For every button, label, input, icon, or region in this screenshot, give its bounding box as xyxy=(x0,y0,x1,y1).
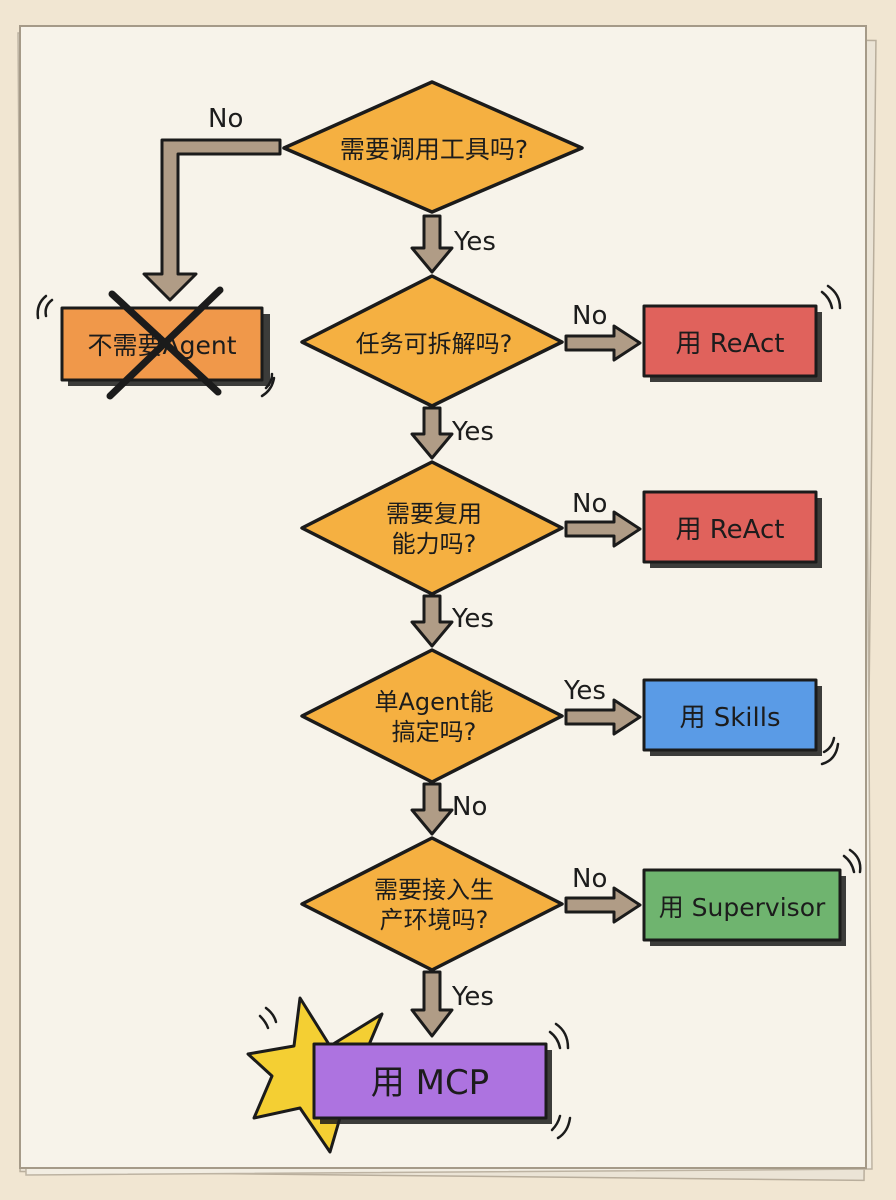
outcome-label: 用 Skills xyxy=(679,703,780,733)
edge-reuse-no: No xyxy=(564,489,642,548)
decision-label-line-1: 需要复用 xyxy=(386,500,482,528)
edge-label-need-tools-yes: Yes xyxy=(453,227,496,257)
decision-label-line-2: 产环境吗? xyxy=(380,906,489,934)
edge-label-decomposable-no: No xyxy=(572,301,607,331)
edge-need-tools-yes: Yes xyxy=(410,214,496,274)
edge-label-decomposable-yes: Yes xyxy=(451,417,494,447)
outcome-label: 用 ReAct xyxy=(676,329,785,359)
edge-need-tools-no: No xyxy=(142,104,282,302)
decision-reuse: 需要复用 能力吗? xyxy=(300,460,564,596)
decision-label-line-1: 需要接入生 xyxy=(374,876,494,904)
edge-label-production-no: No xyxy=(572,864,607,894)
edge-production-yes: Yes xyxy=(410,970,494,1038)
edge-label-reuse-yes: Yes xyxy=(451,604,494,634)
decision-need-tools: 需要调用工具吗? xyxy=(282,80,584,214)
decision-label-line-1: 单Agent能 xyxy=(374,688,493,716)
outcome-react-2: 用 ReAct xyxy=(642,490,822,568)
edge-label-single-agent-no: No xyxy=(452,792,487,822)
outcome-mcp: 用 MCP xyxy=(246,996,572,1154)
edge-label-reuse-no: No xyxy=(572,489,607,519)
outcome-react-1: 用 ReAct xyxy=(642,284,842,382)
cross-out-mark xyxy=(106,286,224,400)
edge-single-agent-yes: Yes xyxy=(563,676,642,736)
outcome-label: 用 MCP xyxy=(371,1063,489,1103)
edge-single-agent-no: No xyxy=(410,782,487,836)
outcome-label: 用 Supervisor xyxy=(659,893,826,922)
edge-label-production-yes: Yes xyxy=(451,982,494,1012)
decision-label-line-2: 能力吗? xyxy=(392,530,477,558)
outcome-supervisor: 用 Supervisor xyxy=(642,848,862,946)
edge-decomposable-no: No xyxy=(564,301,642,362)
outcome-skills: 用 Skills xyxy=(642,678,840,766)
outcome-label: 用 ReAct xyxy=(676,515,785,545)
edge-reuse-yes: Yes xyxy=(410,594,494,648)
decision-production: 需要接入生 产环境吗? xyxy=(300,836,564,972)
edge-label-single-agent-yes: Yes xyxy=(563,676,606,706)
outcome-no-agent: 不需要Agent xyxy=(36,286,276,400)
edge-production-no: No xyxy=(564,864,642,924)
edge-label-need-tools-no: No xyxy=(208,104,243,134)
decision-decomposable: 任务可拆解吗? xyxy=(300,274,564,408)
decision-label: 需要调用工具吗? xyxy=(340,135,528,164)
decision-label: 任务可拆解吗? xyxy=(356,330,513,358)
edge-decomposable-yes: Yes xyxy=(410,406,494,460)
decision-single-agent: 单Agent能 搞定吗? xyxy=(300,648,564,784)
decision-label-line-2: 搞定吗? xyxy=(392,718,477,746)
